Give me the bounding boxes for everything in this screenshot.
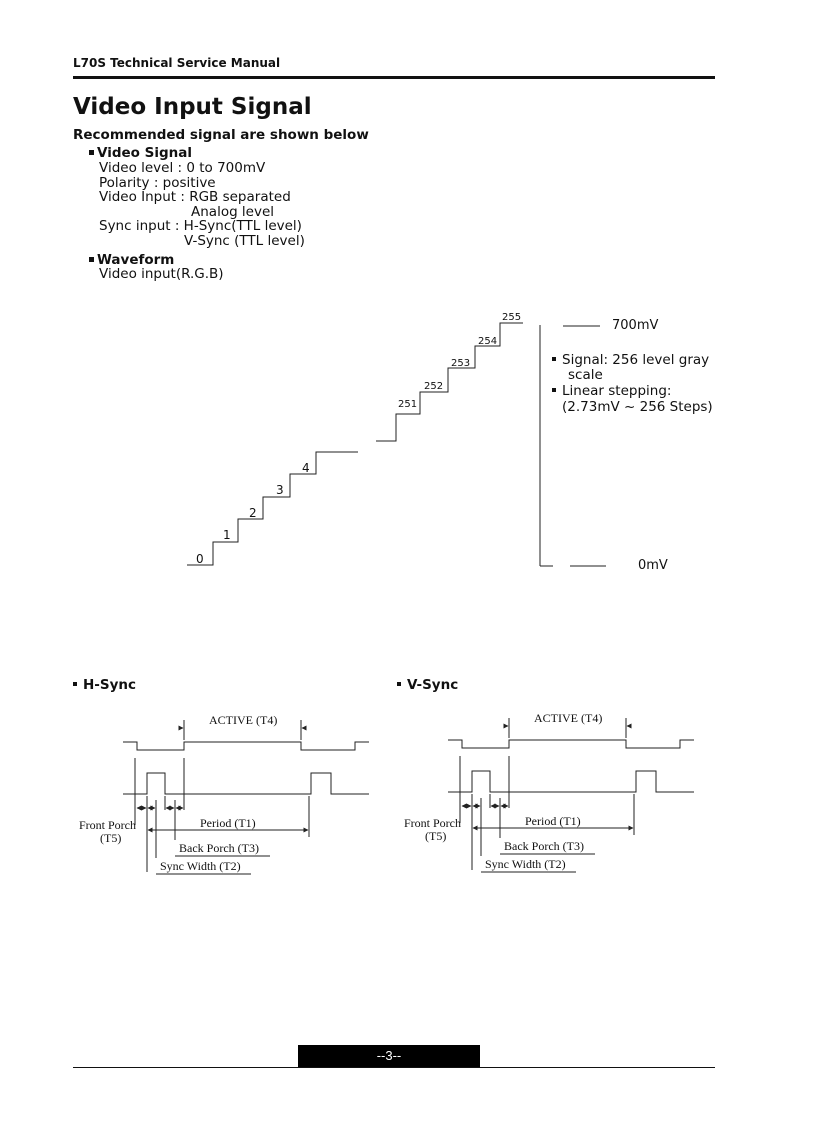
video-level-line: Video level : 0 to 700mV [99, 160, 266, 176]
video-input-line: Video Input : RGB separated [99, 189, 291, 205]
step-label: 252 [424, 381, 443, 392]
vsync-front-porch-code: (T5) [425, 829, 446, 843]
step-label: 254 [478, 336, 497, 347]
step-label: 251 [398, 399, 417, 410]
hsync-front-porch-label: Front Porch [79, 818, 136, 832]
step-label: 4 [302, 461, 310, 475]
waveform-caption: Video input(R.G.B) [99, 266, 224, 282]
note-gray-scale-cont: scale [568, 367, 603, 383]
staircase-lower [187, 451, 358, 566]
level-top-label: 700mV [612, 318, 658, 333]
waveform-heading-text: Waveform [97, 252, 175, 268]
step-label: 255 [502, 312, 521, 323]
manual-header-title: L70S Technical Service Manual [73, 56, 281, 70]
page-title: Video Input Signal [73, 94, 312, 120]
page-subtitle: Recommended signal are shown below [73, 127, 369, 143]
vsync-timing-diagram: ACTIVE (T4) Front Porch (T5) Period (T1)… [404, 711, 694, 873]
video-signal-heading: Video Signal [89, 145, 192, 161]
hsync-active-label: ACTIVE (T4) [209, 713, 277, 727]
vsync-period-label: Period (T1) [525, 814, 581, 828]
note-linear-stepping-cont: (2.73mV ~ 256 Steps) [562, 399, 713, 415]
vsync-level-line: V-Sync (TTL level) [184, 233, 305, 249]
hsync-title: H-Sync [73, 677, 136, 693]
bullet-icon [73, 682, 77, 686]
vsync-video-waveform [448, 739, 694, 749]
vsync-back-porch-label: Back Porch (T3) [504, 839, 584, 853]
page-number: --3-- [298, 1045, 480, 1067]
step-label: 2 [249, 506, 257, 520]
polarity-line: Polarity : positive [99, 175, 216, 191]
hsync-timing-diagram: ACTIVE (T4) Front Porch (T5) Period (T1)… [79, 713, 369, 875]
waveform-heading: Waveform [89, 252, 174, 268]
staircase-upper [376, 322, 523, 442]
sync-input-line: Sync input : H-Sync(TTL level) [99, 218, 302, 234]
note-linear-stepping: Linear stepping: [552, 384, 671, 399]
vsync-title: V-Sync [397, 677, 458, 693]
step-label: 0 [196, 552, 204, 566]
bullet-icon [397, 682, 401, 686]
hsync-back-porch-label: Back Porch (T3) [179, 841, 259, 855]
hsync-sync-waveform [123, 772, 369, 795]
vsync-active-label: ACTIVE (T4) [534, 711, 602, 725]
step-label: 3 [276, 483, 284, 497]
bullet-icon [89, 257, 94, 262]
hsync-period-label: Period (T1) [200, 816, 256, 830]
note-gray-scale: Signal: 256 level gray [552, 353, 709, 368]
vsync-sync-waveform [448, 770, 694, 793]
level-bottom-label: 0mV [638, 558, 668, 573]
analog-level-line: Analog level [191, 204, 275, 220]
step-label: 253 [451, 358, 470, 369]
bullet-icon [552, 388, 556, 392]
video-signal-heading-text: Video Signal [97, 145, 192, 161]
staircase-diagram: 0 1 2 3 4 251 252 253 254 255 700mV 0mV [187, 312, 668, 573]
bullet-icon [89, 150, 94, 155]
vsync-front-porch-label: Front Porch [404, 816, 461, 830]
bullet-icon [552, 357, 556, 361]
hsync-sync-width-label: Sync Width (T2) [160, 859, 241, 873]
vsync-sync-width-label: Sync Width (T2) [485, 857, 566, 871]
header-rule [73, 76, 715, 79]
hsync-front-porch-code: (T5) [100, 831, 121, 845]
step-label: 1 [223, 528, 231, 542]
footer-rule [73, 1067, 715, 1068]
hsync-video-waveform [123, 741, 369, 751]
